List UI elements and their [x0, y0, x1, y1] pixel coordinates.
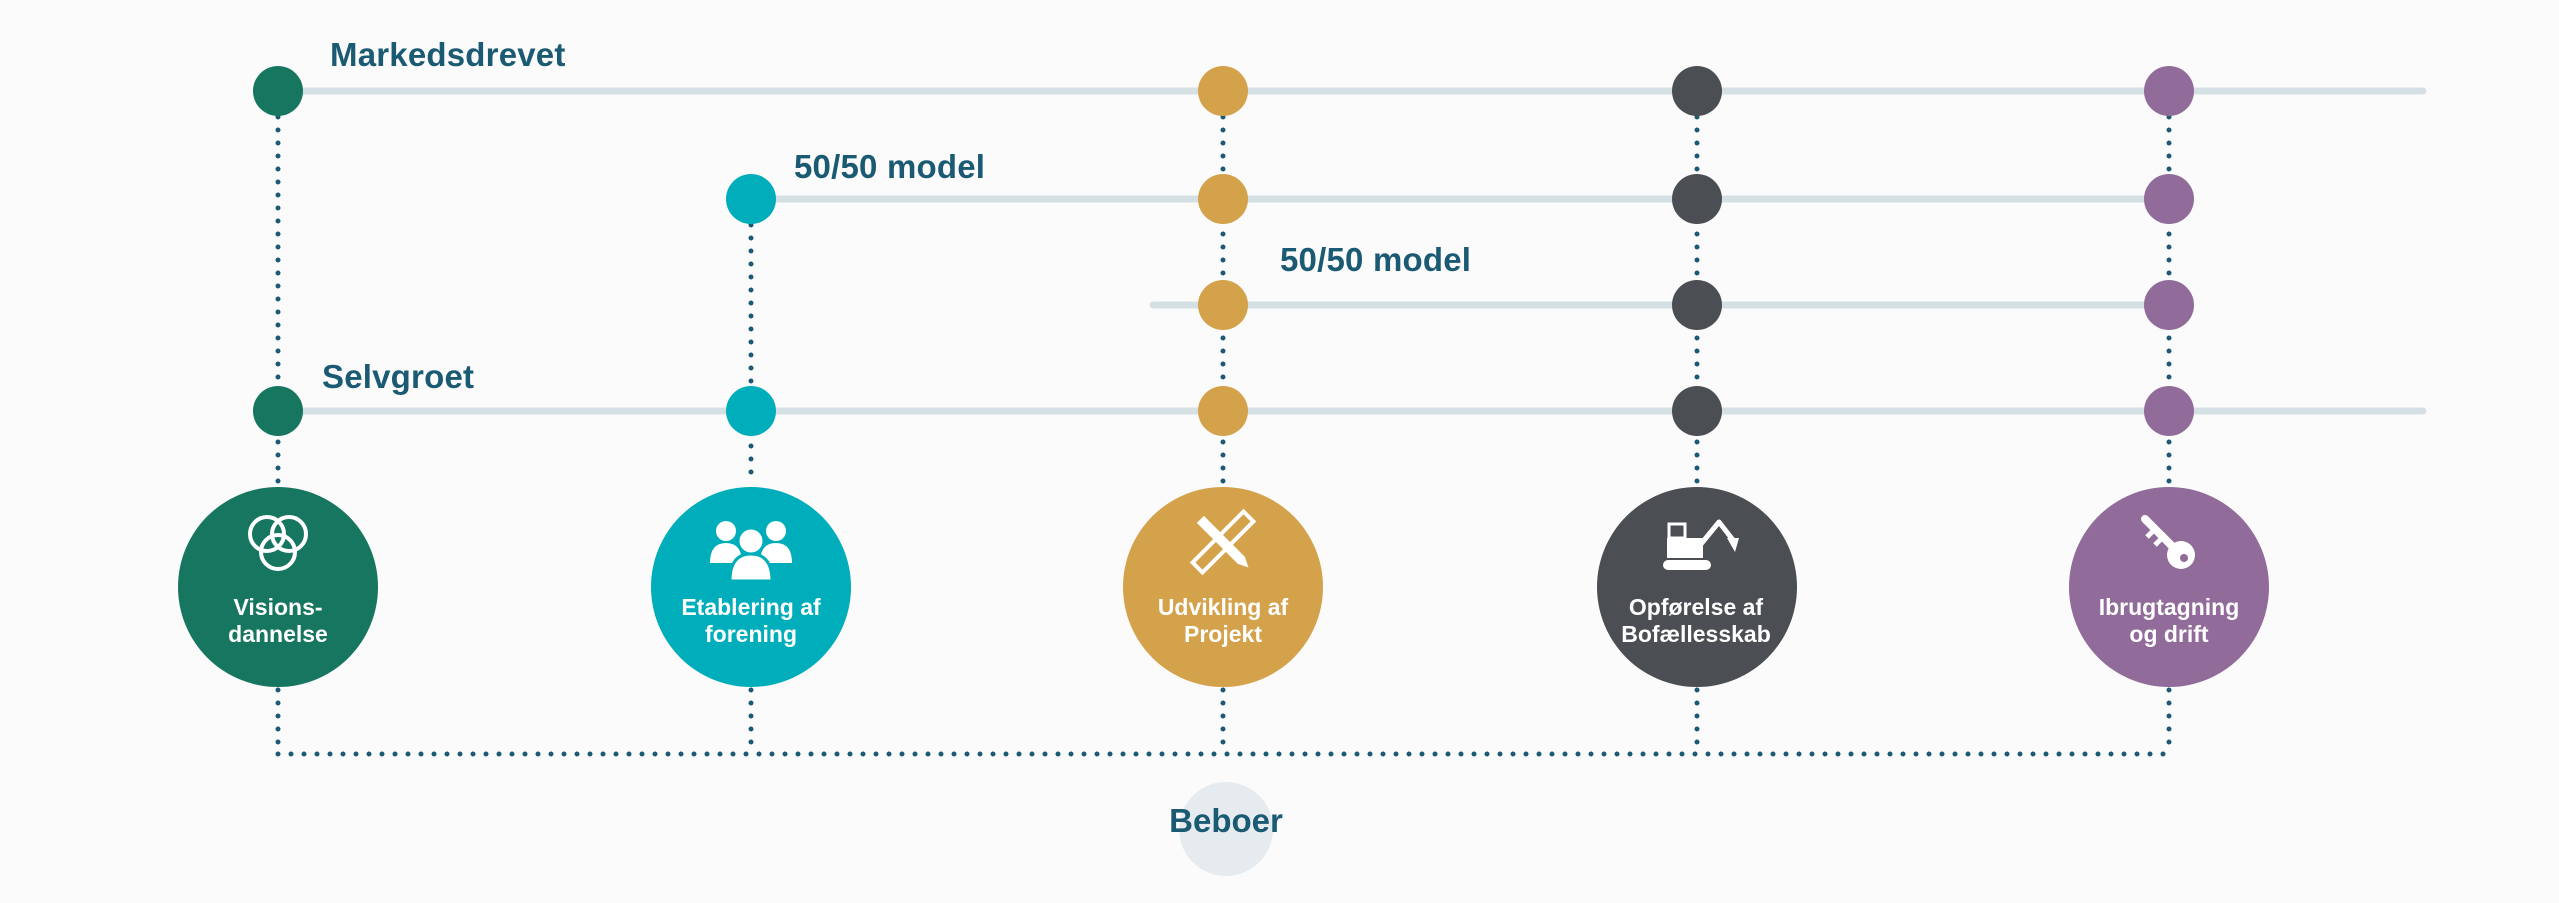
excavator-icon	[1663, 519, 1739, 570]
people-icon	[710, 521, 792, 583]
phase-circle-drift	[2069, 487, 2269, 687]
beboer-bubble	[1179, 782, 1273, 876]
phase-circle-forening	[651, 487, 851, 687]
phase-label-opfoerelse-af-bofaellesskab: Opførelse af Bofællesskab	[1621, 594, 1771, 647]
node-selvgroet-forening	[726, 386, 776, 436]
phase-circle-projekt	[1123, 487, 1323, 687]
node-fifty-b-drift	[2144, 280, 2194, 330]
track-label-selvgroet: Selvgroet	[322, 358, 475, 395]
track-label-50-50-model-lower: 50/50 model	[1280, 241, 1472, 278]
rings-icon	[248, 515, 308, 571]
phase-label-udvikling-af-projekt: Udvikling af Projekt	[1157, 594, 1289, 647]
node-markedsdrevet-drift	[2144, 66, 2194, 116]
node-fifty-b-projekt	[1198, 280, 1248, 330]
track-label-50-50-model-upper: 50/50 model	[794, 148, 986, 185]
phase-circle-visioner	[178, 487, 378, 687]
track-label-markedsdrevet: Markedsdrevet	[330, 36, 566, 73]
node-selvgroet-opfoerelse	[1672, 386, 1722, 436]
node-selvgroet-drift	[2144, 386, 2194, 436]
node-selvgroet-projekt	[1198, 386, 1248, 436]
node-fifty-a-forening	[726, 174, 776, 224]
phase-label-visionsdannelse: Visions- dannelse	[228, 594, 328, 647]
node-fifty-a-drift	[2144, 174, 2194, 224]
node-fifty-b-opfoerelse	[1672, 280, 1722, 330]
node-markedsdrevet-opfoerelse	[1672, 66, 1722, 116]
node-fifty-a-projekt	[1198, 174, 1248, 224]
node-markedsdrevet-visioner	[253, 66, 303, 116]
key-icon	[2141, 515, 2195, 569]
node-selvgroet-visioner	[253, 386, 303, 436]
phase-label-etablering-af-forening: Etablering af forening	[681, 594, 821, 647]
beboer-label: Beboer	[1169, 802, 1283, 839]
node-fifty-a-opfoerelse	[1672, 174, 1722, 224]
node-markedsdrevet-projekt	[1198, 66, 1248, 116]
phase-label-ibrugtagning-og-drift: Ibrugtagning og drift	[2098, 594, 2240, 647]
phase-circle-opfoerelse	[1597, 487, 1797, 687]
ruler-pencil-icon	[1189, 508, 1257, 576]
